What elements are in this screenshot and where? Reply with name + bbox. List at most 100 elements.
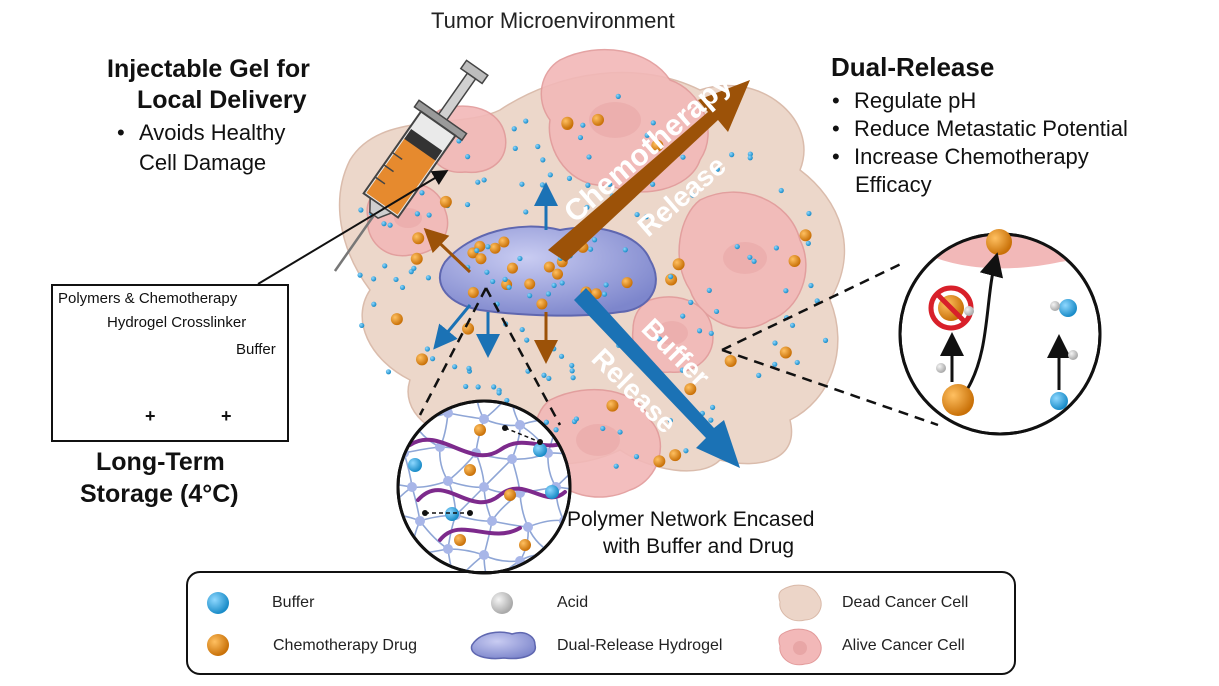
injectable-bullet: Avoids Healthy — [115, 119, 285, 147]
injectable-bullets: Avoids Healthy — [115, 119, 285, 147]
buffer-particle — [591, 237, 598, 243]
buffer-particle — [644, 132, 650, 138]
storage-caption-1: Long-Term — [96, 448, 225, 476]
chemo-particle — [412, 232, 425, 245]
injectable-heading-2: Local Delivery — [137, 86, 307, 114]
chemo-particle — [684, 383, 697, 396]
chemotherapy-release-arrow — [548, 80, 750, 262]
storage-caption-2: Storage (4°C) — [80, 480, 239, 508]
chemo-particle — [475, 253, 487, 265]
buffer-particle — [569, 362, 575, 369]
network-node — [443, 476, 453, 486]
buffer-particle — [511, 126, 517, 132]
buffer-particle — [381, 221, 387, 227]
chemo-particle — [519, 539, 531, 551]
buffer-particle — [603, 282, 609, 288]
buffer-particle — [789, 322, 796, 328]
chemo-particle — [621, 277, 633, 289]
network-node — [407, 414, 417, 424]
buffer-particle — [708, 417, 714, 423]
buffer-particle — [445, 507, 459, 521]
legend — [186, 571, 1016, 675]
network-node — [479, 482, 489, 492]
chemo-particle — [779, 346, 792, 359]
buffer-particle — [463, 383, 469, 390]
legend-hydrogel-label: Dual-Release Hydrogel — [557, 637, 723, 654]
buffer-particle — [772, 361, 778, 367]
buffer-particle — [558, 353, 565, 359]
dual-release-bullet: Reduce Metastatic Potential — [830, 115, 1128, 143]
chemo-particle — [489, 242, 501, 254]
buffer-particle — [617, 429, 623, 435]
buffer-particle — [540, 157, 546, 163]
chemo-particle — [561, 116, 574, 129]
chemo-particle — [552, 268, 564, 280]
buffer-particle — [600, 425, 606, 432]
buffer-particle — [553, 427, 559, 433]
buffer-particle — [393, 276, 399, 283]
dual-release-bullets: Regulate pH Reduce Metastatic Potential … — [830, 87, 1128, 171]
buffer-particle — [425, 275, 432, 281]
buffer-particle — [512, 145, 518, 151]
buffer-particle — [496, 390, 502, 396]
buffer-particle — [679, 367, 685, 373]
buffer-particle — [517, 255, 523, 262]
network-node — [371, 476, 381, 486]
buffer-particle — [613, 463, 619, 469]
buffer-particle — [822, 337, 829, 343]
buffer-particle — [385, 369, 392, 375]
buffer-particle — [570, 375, 576, 381]
legend-dead-cell-label: Dead Cancer Cell — [842, 594, 969, 611]
buffer-particle — [539, 182, 546, 188]
chemo-particle — [669, 449, 682, 462]
buffer-particle — [601, 291, 608, 297]
polymer-strand — [408, 437, 569, 458]
plus-sign: + — [145, 406, 156, 426]
buffer-particle — [584, 204, 590, 210]
buffer-particle — [484, 269, 490, 275]
network-node — [407, 482, 417, 492]
buffer-particle — [585, 182, 591, 188]
network-zoom-lines — [418, 287, 562, 426]
buffer-particle — [747, 155, 753, 161]
network-crosslink — [368, 447, 376, 481]
buffer-particle — [668, 274, 674, 280]
legend-acid-label: Acid — [557, 594, 589, 611]
network-node — [487, 516, 497, 526]
buffer-particle — [559, 280, 565, 286]
buffer-particle — [683, 448, 689, 454]
network-crosslink — [592, 527, 600, 561]
buffer-particle — [358, 207, 364, 213]
legend-hydrogel-icon — [470, 631, 536, 660]
buffer-particle — [688, 299, 694, 305]
buffer-particle — [577, 134, 584, 141]
buffer-particle — [622, 247, 628, 253]
chemo-particle — [799, 229, 812, 242]
chemo-particle — [504, 489, 516, 501]
buffer-particle — [580, 122, 586, 128]
buffer-particle — [794, 359, 800, 366]
zoom-lines — [721, 260, 939, 427]
legend-alive-cell-label: Alive Cancer Cell — [842, 637, 965, 654]
buffer-particle — [429, 356, 436, 362]
buffer-particle — [656, 336, 662, 342]
buffer-particle — [543, 419, 549, 425]
chemo-particle — [390, 313, 403, 326]
buffer-particle — [519, 181, 525, 187]
buffer-particle — [667, 417, 673, 424]
network-crosslink — [399, 548, 413, 557]
buffer-particle — [634, 211, 640, 218]
buffer-particle — [465, 154, 471, 160]
chemo-particle — [672, 258, 685, 271]
chemo-particle — [651, 139, 664, 152]
network-node — [363, 442, 373, 452]
dual-release-bullet: Increase Chemotherapy — [830, 143, 1128, 171]
storage-connector — [257, 169, 449, 285]
buffer-particle — [747, 254, 753, 260]
network-node — [371, 544, 381, 554]
buffer-particle — [708, 330, 714, 336]
network-node — [507, 454, 517, 464]
buffer-particle — [773, 245, 779, 251]
chemo-particle — [606, 399, 619, 412]
